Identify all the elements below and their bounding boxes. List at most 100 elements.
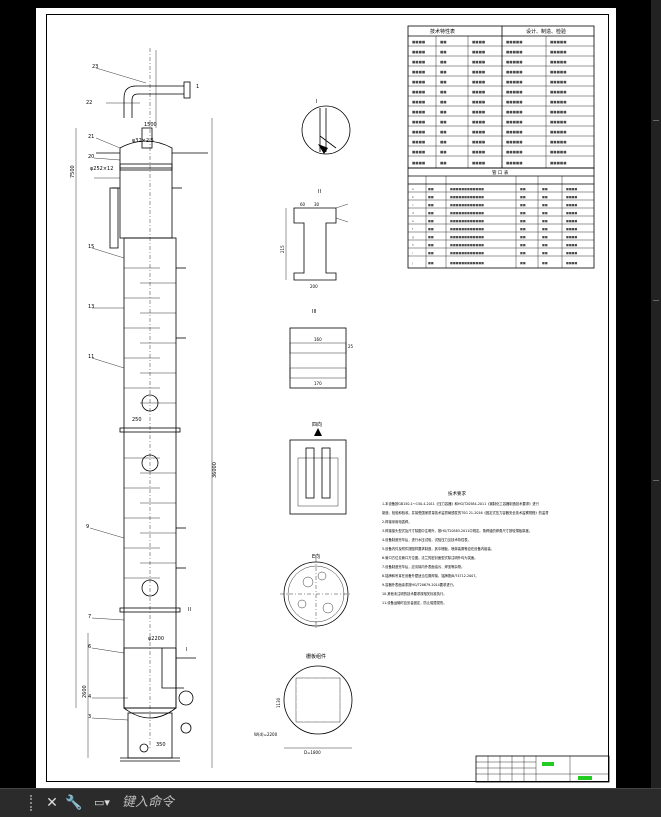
- svg-text:■■■■: ■■■■: [472, 40, 485, 44]
- svg-text:j: j: [411, 261, 413, 265]
- svg-text:■■■■■: ■■■■■: [506, 150, 523, 154]
- svg-text:■■■■: ■■■■: [566, 195, 578, 199]
- dim-36000: 36000: [212, 462, 218, 478]
- dim-shell-dia: φ2200: [148, 636, 164, 642]
- svg-text:■■■■: ■■■■: [472, 90, 485, 94]
- svg-text:■■■■: ■■■■: [412, 70, 425, 74]
- label-15: 15: [88, 244, 94, 250]
- svg-text:■■■■■: ■■■■■: [506, 110, 523, 114]
- svg-text:■■: ■■: [440, 40, 447, 44]
- svg-text:■■: ■■: [428, 227, 434, 231]
- svg-text:■■: ■■: [428, 203, 434, 207]
- svg-text:■■: ■■: [542, 203, 548, 207]
- svg-text:■■■■: ■■■■: [472, 50, 485, 54]
- svg-text:■■■■: ■■■■: [412, 100, 425, 104]
- svg-text:■■■■■: ■■■■■: [550, 50, 567, 54]
- detail-IV-label: 四向: [312, 421, 322, 428]
- svg-text:■■■■■: ■■■■■: [506, 40, 523, 44]
- svg-text:■■■■■: ■■■■■: [506, 161, 523, 165]
- spec-table-title: 技术特性表: [430, 28, 455, 35]
- detail-IV: 四向: [289, 421, 347, 515]
- command-prompt-icon[interactable]: ▭▾: [94, 796, 110, 809]
- svg-text:e: e: [412, 219, 414, 223]
- dim-nozzle-1: φ32×2.5: [132, 138, 154, 144]
- svg-text:■■■■■: ■■■■■: [550, 70, 567, 74]
- note-8: 8.铭牌和吊耳在设备外壁适当位置焊接，铭牌按JB/T4712-2007。: [382, 573, 479, 578]
- technical-spec-table: 技术特性表 设计、制造、检验 ■■■■■■■■■■■■■■■■■■■■ ■■■■…: [407, 25, 595, 269]
- detail-II: II 60 30 215 200: [280, 189, 349, 289]
- svg-text:■■■■: ■■■■: [566, 243, 578, 247]
- close-icon[interactable]: ✕: [46, 795, 58, 811]
- svg-text:■■: ■■: [428, 211, 434, 215]
- svg-text:■■■■■: ■■■■■: [550, 80, 567, 84]
- label-22: 22: [86, 100, 92, 106]
- dim-2600: 2600: [82, 685, 88, 698]
- svg-text:■■■■: ■■■■: [566, 187, 578, 191]
- note-9: 9.容器外表面涂漆按HG/T20679-2014要求进行。: [382, 582, 456, 587]
- svg-text:■■■■: ■■■■: [412, 40, 425, 44]
- svg-text:■■: ■■: [428, 261, 434, 265]
- svg-text:■■■■: ■■■■: [472, 150, 485, 154]
- grid-plate-assembly: 栅板组件 W(d)=2200 D=1800 1130: [254, 653, 353, 755]
- detail-II-dim-3: 215: [280, 245, 285, 253]
- svg-text:■■■■■: ■■■■■: [506, 80, 523, 84]
- svg-text:■■■■: ■■■■: [412, 110, 425, 114]
- svg-text:d: d: [412, 211, 414, 215]
- svg-text:■■■■■■■■■■■■: ■■■■■■■■■■■■: [450, 235, 484, 239]
- detail-II-dim-4: 200: [310, 284, 318, 289]
- label-20: 20: [88, 154, 94, 160]
- svg-text:■■: ■■: [520, 243, 526, 247]
- svg-text:■■■■■: ■■■■■: [550, 90, 567, 94]
- svg-text:■■■■: ■■■■: [472, 100, 485, 104]
- label-7: 7: [88, 614, 91, 620]
- svg-text:■■: ■■: [440, 80, 447, 84]
- svg-text:■■■■: ■■■■: [472, 70, 485, 74]
- svg-text:■■■■■■■■■■■■: ■■■■■■■■■■■■: [450, 203, 484, 207]
- detail-III-dim-1: 160: [314, 337, 322, 342]
- svg-text:a: a: [412, 187, 414, 191]
- viewport-right-edge: [651, 0, 661, 788]
- svg-text:■■: ■■: [440, 70, 447, 74]
- label-3: 3: [88, 714, 91, 720]
- svg-text:■■: ■■: [542, 211, 548, 215]
- svg-text:■■■■■: ■■■■■: [506, 70, 523, 74]
- svg-text:■■■■: ■■■■: [412, 80, 425, 84]
- svg-text:■■: ■■: [520, 227, 526, 231]
- grip-handle[interactable]: [30, 795, 38, 811]
- command-line-bar[interactable]: ✕ 🔧 ▭▾ 键入命令: [0, 788, 661, 817]
- svg-text:■■: ■■: [440, 50, 447, 54]
- title-green-2: [578, 776, 592, 780]
- note-6: 6.管口方位见管口方位图。法兰的密封面型式除注明外均为突面。: [382, 555, 477, 560]
- note-2: 2.焊接采用电弧焊。: [382, 519, 412, 524]
- note-4: 4.设备制造完毕后，进行水压试验，试验压力见技术特性表。: [382, 537, 471, 542]
- svg-text:■■■■: ■■■■: [412, 161, 425, 165]
- main-dimensions: φ32×2.5 φ252×12 1500 7500 36000 2600 φ22…: [70, 122, 218, 748]
- svg-text:h: h: [412, 243, 414, 247]
- svg-text:■■■■: ■■■■: [566, 235, 578, 239]
- grid-dim-d: D=1800: [304, 750, 321, 755]
- wrench-icon[interactable]: 🔧: [65, 795, 83, 811]
- svg-text:■■■■■: ■■■■■: [506, 120, 523, 124]
- svg-text:b: b: [412, 195, 414, 199]
- svg-text:■■■■: ■■■■: [472, 80, 485, 84]
- label-13: 13: [88, 304, 94, 310]
- command-input[interactable]: 键入命令: [122, 795, 175, 810]
- svg-text:■■■■: ■■■■: [472, 60, 485, 64]
- svg-text:■■■■■■■■■■■■: ■■■■■■■■■■■■: [450, 227, 484, 231]
- svg-text:■■: ■■: [542, 219, 548, 223]
- svg-text:■■■■■: ■■■■■: [506, 130, 523, 134]
- svg-text:■■■■: ■■■■: [566, 227, 578, 231]
- svg-text:■■: ■■: [520, 235, 526, 239]
- svg-text:■■■■■■■■■■■■: ■■■■■■■■■■■■: [450, 211, 484, 215]
- label-11: 11: [88, 354, 94, 360]
- svg-text:■■■■■: ■■■■■: [506, 60, 523, 64]
- svg-text:■■■■■: ■■■■■: [550, 40, 567, 44]
- dim-250: 250: [132, 417, 142, 423]
- drawing-viewport[interactable]: 23 22 21 20 15 13 11 9 7 6 4 3 1 φ32×2.5…: [0, 0, 661, 788]
- svg-text:■■■■■■■■■■■■: ■■■■■■■■■■■■: [450, 219, 484, 223]
- svg-text:■■: ■■: [428, 243, 434, 247]
- svg-text:■■: ■■: [520, 203, 526, 207]
- svg-text:■■: ■■: [520, 251, 526, 255]
- callout-II: II: [188, 607, 191, 613]
- label-21: 21: [88, 134, 94, 140]
